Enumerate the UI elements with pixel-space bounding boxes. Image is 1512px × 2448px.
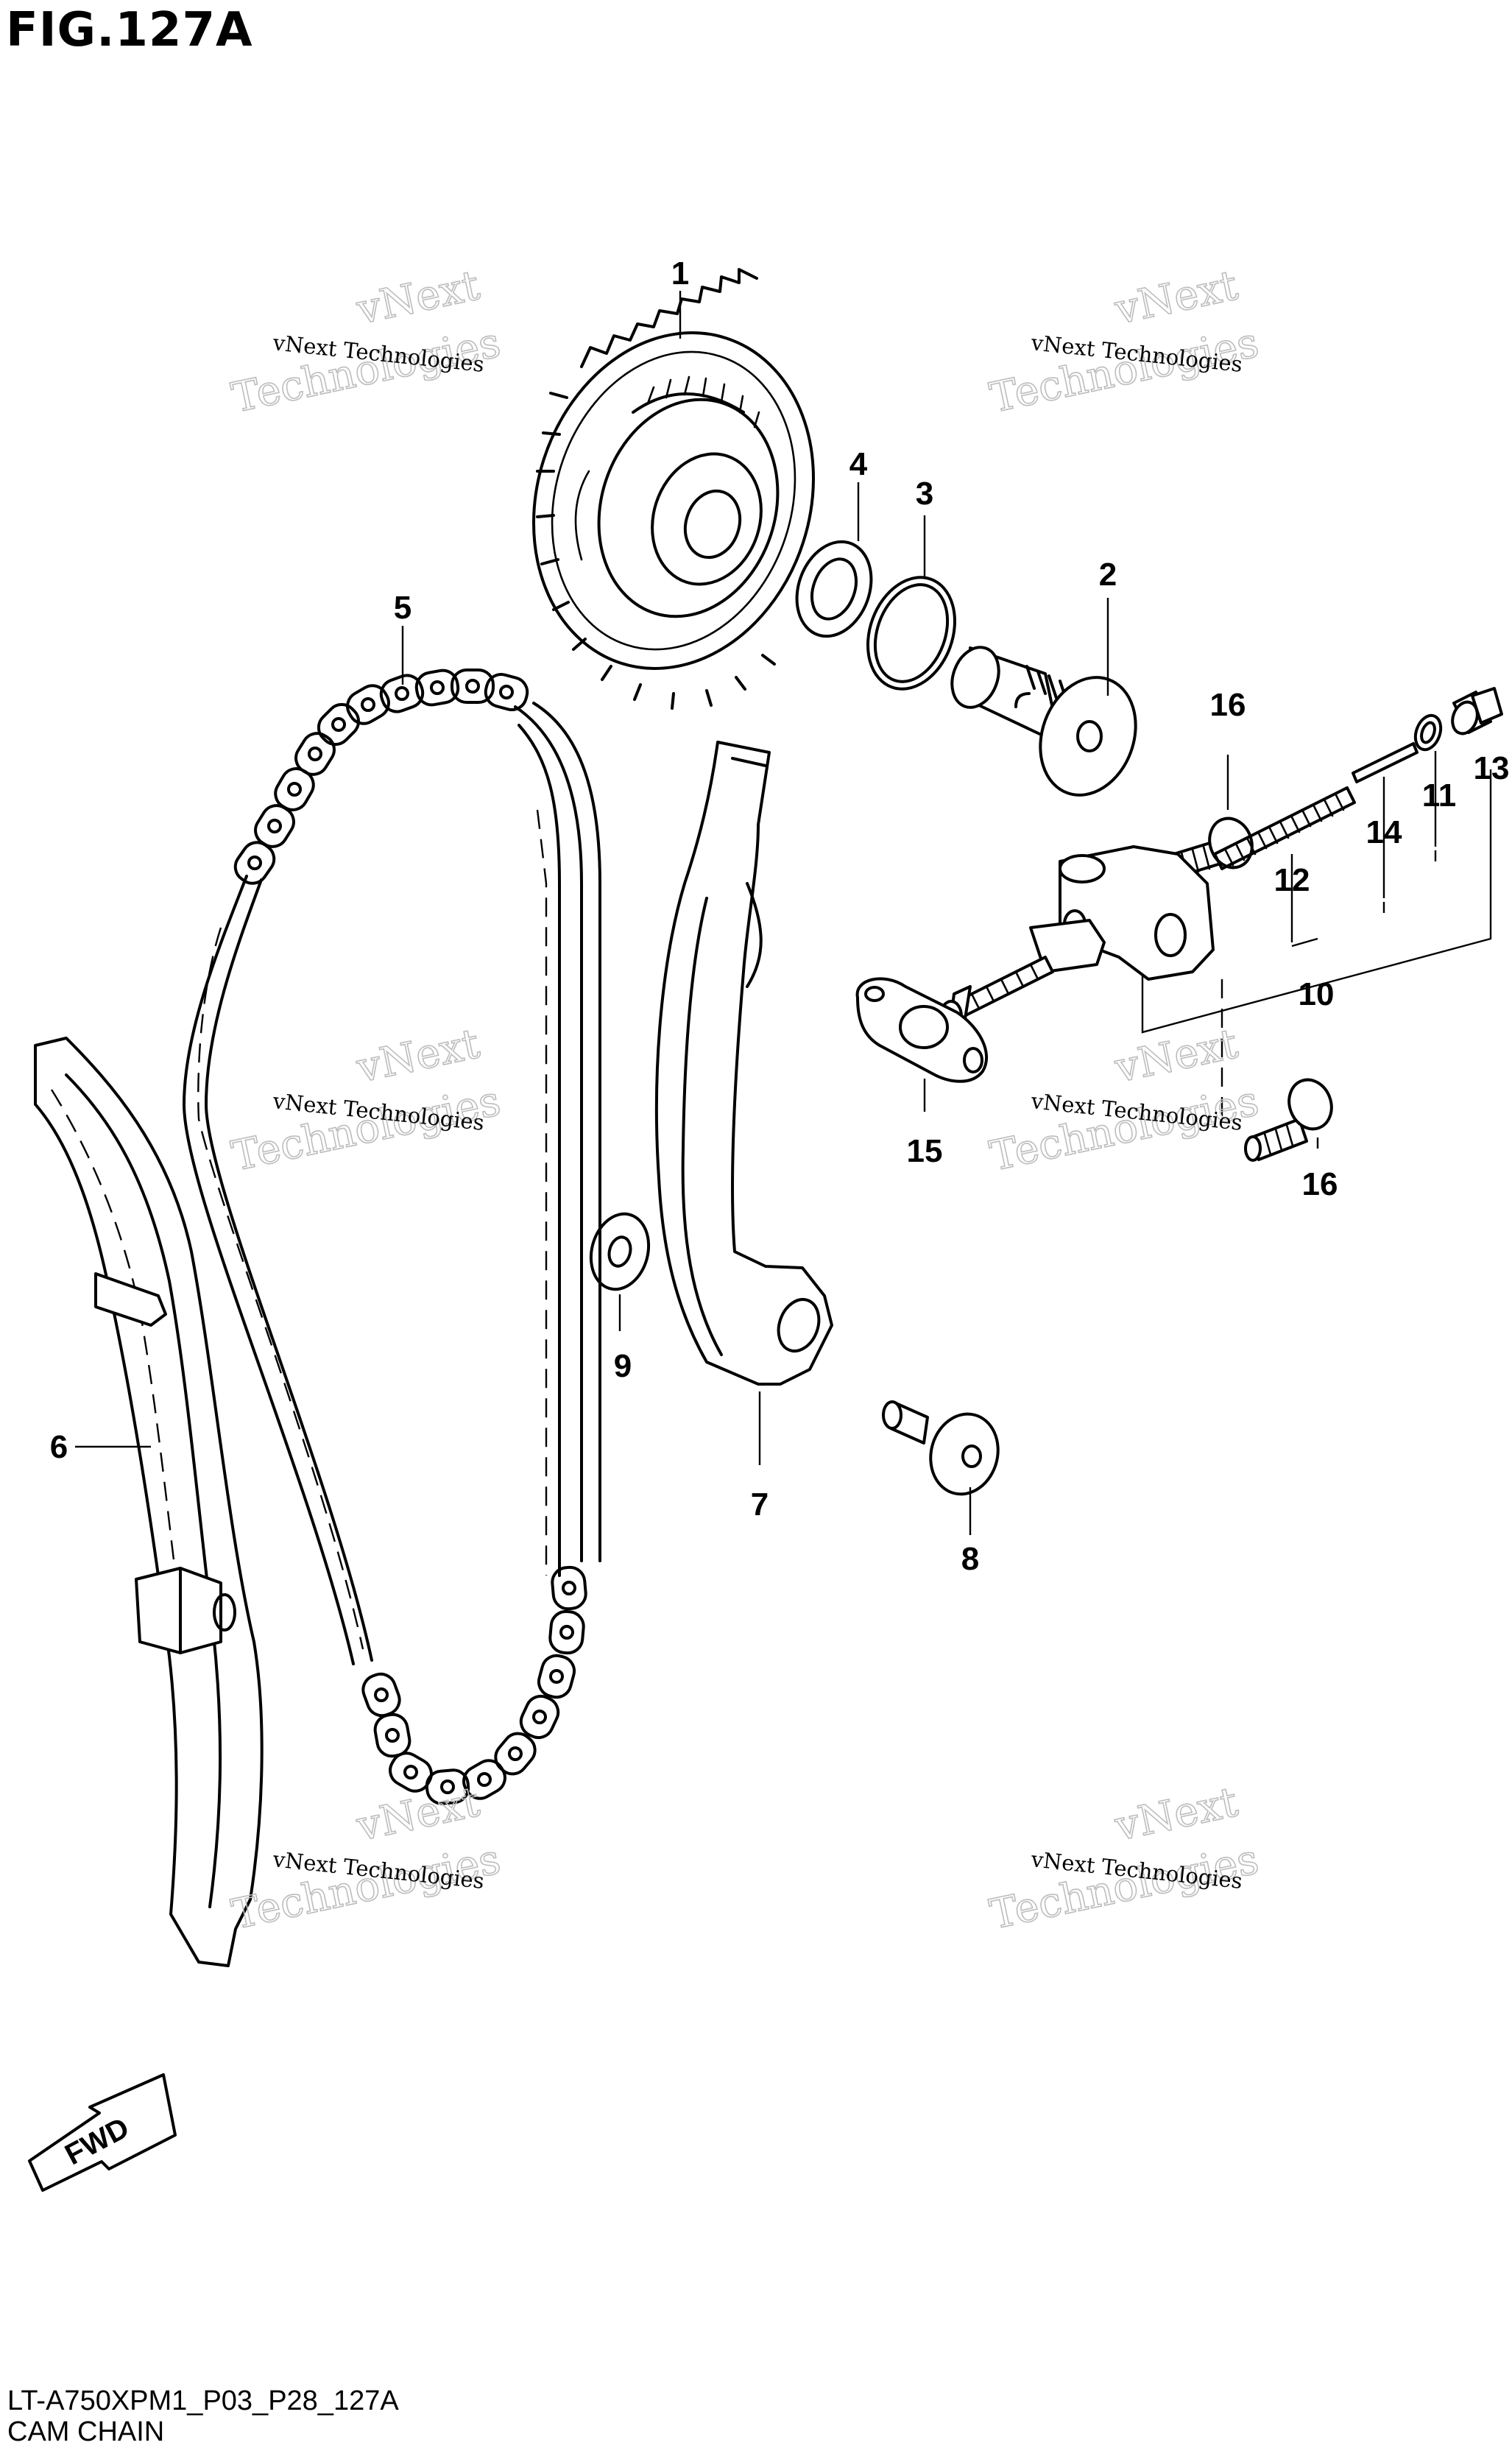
callout-8[interactable]: 8 bbox=[961, 1541, 979, 1577]
callout-3[interactable]: 3 bbox=[916, 476, 933, 512]
callout-9[interactable]: 9 bbox=[614, 1348, 632, 1384]
watermark-middle-left: vNext Technologies vNext Technologies bbox=[227, 1019, 506, 1181]
callout-12[interactable]: 12 bbox=[1274, 862, 1310, 898]
part-11-washer[interactable] bbox=[1411, 712, 1445, 753]
callout-7[interactable]: 7 bbox=[751, 1486, 769, 1523]
callout-16-upper[interactable]: 16 bbox=[1210, 687, 1246, 723]
part-6-chain-guide[interactable] bbox=[34, 1037, 264, 1967]
part-14-push-rod[interactable] bbox=[1352, 742, 1419, 783]
watermark-top-left: vNext Technologies vNext Technologies bbox=[227, 261, 506, 423]
part-7-tensioner-guide[interactable] bbox=[654, 741, 833, 1386]
callout-10[interactable]: 10 bbox=[1299, 976, 1335, 1012]
figure-code: LT-A750XPM1_P03_P28_127A bbox=[7, 2385, 399, 2416]
svg-text:vNext: vNext bbox=[1110, 1778, 1242, 1851]
svg-text:vNext: vNext bbox=[352, 1020, 484, 1093]
svg-text:vNext: vNext bbox=[1110, 261, 1242, 334]
watermark-middle-right: vNext Technologies vNext Technologies bbox=[986, 1019, 1264, 1181]
callout-4[interactable]: 4 bbox=[849, 446, 868, 482]
watermark-top-right: vNext Technologies vNext Technologies bbox=[986, 261, 1264, 423]
callout-14[interactable]: 14 bbox=[1366, 814, 1402, 850]
callout-13[interactable]: 13 bbox=[1474, 750, 1510, 786]
callout-1[interactable]: 1 bbox=[671, 255, 689, 292]
part-3-o-ring[interactable] bbox=[853, 565, 970, 702]
callout-2[interactable]: 2 bbox=[1099, 557, 1117, 593]
figure-name: CAM CHAIN bbox=[7, 2416, 165, 2447]
callout-6[interactable]: 6 bbox=[50, 1429, 68, 1465]
svg-text:vNext: vNext bbox=[352, 261, 484, 334]
callout-16-lower[interactable]: 16 bbox=[1302, 1166, 1338, 1202]
part-5-cam-chain[interactable] bbox=[183, 668, 601, 1805]
callout-15[interactable]: 15 bbox=[907, 1133, 943, 1169]
callout-labels: 1 2 3 4 5 6 7 8 9 10 11 12 13 14 15 16 1… bbox=[50, 255, 1510, 1577]
part-2-idler-shaft[interactable] bbox=[944, 641, 1151, 808]
part-15-gasket[interactable] bbox=[855, 977, 988, 1083]
watermark-bottom-right: vNext Technologies vNext Technologies bbox=[986, 1777, 1264, 1939]
part-4-washer[interactable] bbox=[784, 532, 883, 647]
fwd-direction-arrow: FWD bbox=[28, 2073, 177, 2192]
part-10-tensioner-body[interactable] bbox=[939, 845, 1215, 1032]
figure-title: FIG.127A bbox=[6, 3, 253, 57]
svg-text:vNext: vNext bbox=[352, 1778, 484, 1851]
part-1-idler-gear[interactable] bbox=[491, 268, 855, 710]
watermark-bottom-left: vNext Technologies vNext Technologies bbox=[227, 1777, 506, 1939]
part-16-bolt-lower[interactable] bbox=[1244, 1073, 1338, 1162]
part-12-spring[interactable] bbox=[1213, 786, 1356, 870]
part-9-washer[interactable] bbox=[583, 1207, 657, 1296]
callout-11[interactable]: 11 bbox=[1422, 777, 1457, 814]
leader-lines bbox=[75, 291, 1492, 1535]
callout-5[interactable]: 5 bbox=[394, 590, 411, 626]
part-8-guide-bolt[interactable] bbox=[882, 1400, 1007, 1502]
part-13-cap-bolt[interactable] bbox=[1448, 687, 1503, 737]
